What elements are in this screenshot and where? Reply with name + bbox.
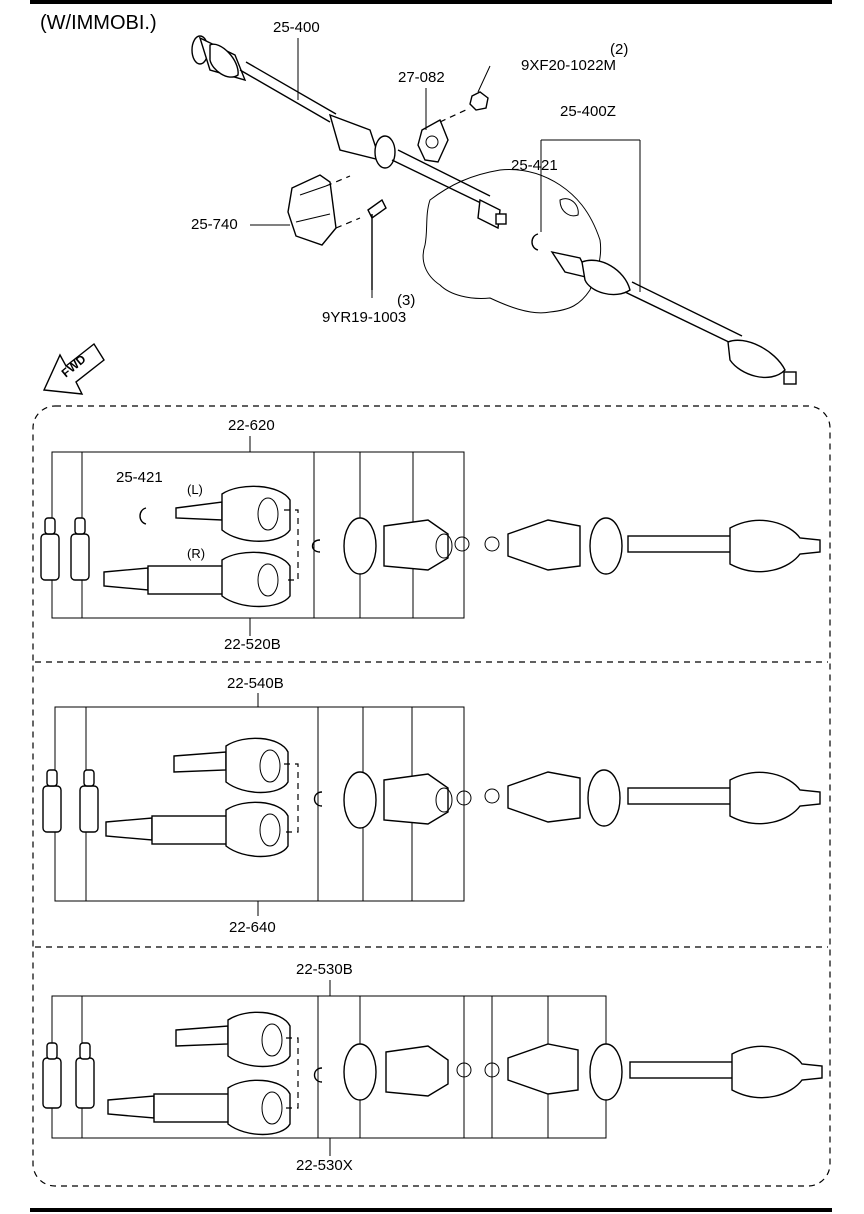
callout-25-421-top: 25-421	[511, 157, 558, 174]
panel1-r-tag: (R)	[187, 546, 206, 561]
drive-shaft-left	[191, 35, 507, 230]
callout-9yr19-qty: (3)	[397, 292, 416, 309]
diagram-title: (W/IMMOBI.)	[40, 12, 157, 34]
bearing-bracket	[417, 107, 471, 163]
nut-part	[469, 91, 489, 111]
panel3-boots	[343, 1043, 823, 1101]
bottom-rule	[30, 1208, 832, 1212]
bolt-part	[367, 198, 387, 290]
panel2-bottom-label: 22-640	[229, 919, 276, 936]
panel1-l-tag: (L)	[187, 482, 203, 497]
panel3-joints	[107, 1011, 323, 1136]
top-rule	[30, 0, 832, 4]
panel1-side-label: 25-421	[116, 469, 163, 486]
drive-shaft-right	[550, 250, 797, 385]
panel2-joints	[105, 737, 323, 858]
circlip-top	[531, 233, 539, 251]
callout-9xf20: 9XF20-1022M	[521, 57, 617, 74]
callout-9xf20-qty: (2)	[610, 41, 629, 58]
grease-tubes	[40, 517, 99, 1109]
panel3-top-label: 22-530B	[296, 961, 353, 978]
fwd-arrow-icon	[42, 342, 105, 395]
panel2-top-label: 22-540B	[227, 675, 284, 692]
callout-25-740: 25-740	[191, 216, 238, 233]
callout-27-082: 27-082	[398, 69, 445, 86]
transmission-housing	[422, 169, 602, 314]
panel1-bottom-label: 22-520B	[224, 636, 281, 653]
callout-25-400z: 25-400Z	[560, 103, 616, 120]
panel2-boots	[343, 769, 821, 829]
callout-9yr19: 9YR19-1003	[322, 309, 407, 326]
panel1-top-label: 22-620	[228, 417, 275, 434]
panels-outer-frame	[32, 405, 831, 1187]
panel1-boots	[343, 517, 821, 575]
callout-25-400: 25-400	[273, 19, 320, 36]
panel1-joints	[103, 485, 321, 608]
support-bracket	[287, 174, 361, 246]
panel3-bottom-label: 22-530X	[296, 1157, 353, 1174]
